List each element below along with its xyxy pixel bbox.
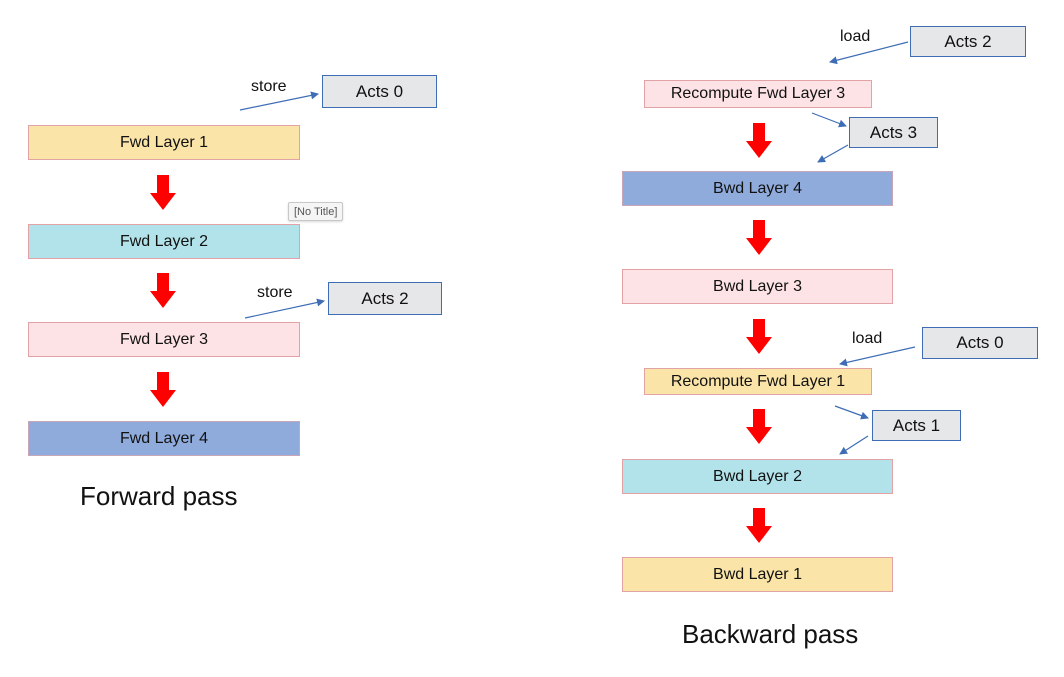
fwd-layer-4-box: Fwd Layer 4 (28, 421, 300, 456)
backward-pass-caption: Backward pass (682, 619, 859, 649)
bwd-layer-1-label: Bwd Layer 1 (713, 565, 802, 583)
bwd-load-arrow-1 (829, 41, 909, 65)
fwd-acts-2-box: Acts 2 (328, 282, 442, 315)
fwd-store-arrow-2 (244, 298, 325, 319)
bwd-flow-arrow-4-icon (746, 409, 772, 444)
bwd-layer-2-box: Bwd Layer 2 (622, 459, 893, 494)
forward-pass-caption: Forward pass (80, 481, 238, 511)
no-title-tooltip: [No Title] (288, 202, 344, 221)
bwd-layer-4-label: Bwd Layer 4 (713, 179, 802, 197)
recompute-fwd-layer-1-box: Recompute Fwd Layer 1 (644, 368, 872, 395)
fwd-acts-0-label: Acts 0 (355, 81, 404, 101)
bwd-layer-2-label: Bwd Layer 2 (713, 467, 802, 485)
bwd-flow-arrow-5-icon (746, 508, 772, 543)
bwd-recompute-1-to-acts-1-arrow (834, 405, 869, 420)
fwd-flow-arrow-2-icon (150, 273, 176, 308)
bwd-acts-0-box: Acts 0 (922, 327, 1038, 359)
bwd-layer-3-label: Bwd Layer 3 (713, 277, 802, 295)
recompute-fwd-layer-3-box: Recompute Fwd Layer 3 (644, 80, 872, 108)
bwd-acts-2-box: Acts 2 (910, 26, 1026, 57)
tooltip-text: [No Title] (294, 205, 338, 218)
fwd-store-label-1: store (251, 78, 287, 95)
bwd-load-label-2: load (852, 330, 883, 347)
fwd-flow-arrow-1-icon (150, 175, 176, 210)
fwd-layer-3-label: Fwd Layer 3 (119, 330, 209, 348)
recompute-fwd-layer-3-label: Recompute Fwd Layer 3 (670, 85, 846, 102)
bwd-recompute-3-to-acts-3-arrow (811, 112, 847, 128)
bwd-flow-arrow-1-icon (746, 123, 772, 158)
bwd-layer-1-box: Bwd Layer 1 (622, 557, 893, 592)
bwd-flow-arrow-3-icon (746, 319, 772, 354)
fwd-acts-2-label: Acts 2 (361, 288, 409, 308)
bwd-acts-1-to-layer-2-arrow (839, 435, 869, 455)
bwd-load-label-1: load (840, 28, 871, 45)
bwd-acts-3-box: Acts 3 (849, 117, 938, 148)
bwd-layer-3-box: Bwd Layer 3 (622, 269, 893, 304)
fwd-flow-arrow-3-icon (150, 372, 176, 407)
fwd-store-label-2: store (257, 284, 293, 301)
fwd-layer-2-label: Fwd Layer 2 (119, 232, 209, 250)
fwd-layer-4-label: Fwd Layer 4 (119, 429, 209, 447)
bwd-acts-3-label: Acts 3 (869, 122, 918, 142)
bwd-layer-4-box: Bwd Layer 4 (622, 171, 893, 206)
recompute-fwd-layer-1-label: Recompute Fwd Layer 1 (670, 372, 846, 390)
fwd-layer-2-box: Fwd Layer 2 (28, 224, 300, 259)
fwd-layer-1-box: Fwd Layer 1 (28, 125, 300, 160)
fwd-layer-1-label: Fwd Layer 1 (119, 133, 209, 151)
bwd-acts-1-box: Acts 1 (872, 410, 961, 441)
fwd-store-arrow-1 (239, 91, 319, 111)
bwd-acts-3-to-layer-4-arrow (817, 144, 849, 163)
bwd-flow-arrow-2-icon (746, 220, 772, 255)
bwd-load-arrow-2 (839, 346, 916, 367)
fwd-acts-0-box: Acts 0 (322, 75, 437, 108)
fwd-layer-3-box: Fwd Layer 3 (28, 322, 300, 357)
bwd-acts-1-label: Acts 1 (892, 415, 941, 435)
bwd-acts-2-label: Acts 2 (944, 31, 992, 51)
bwd-acts-0-label: Acts 0 (956, 333, 1004, 352)
